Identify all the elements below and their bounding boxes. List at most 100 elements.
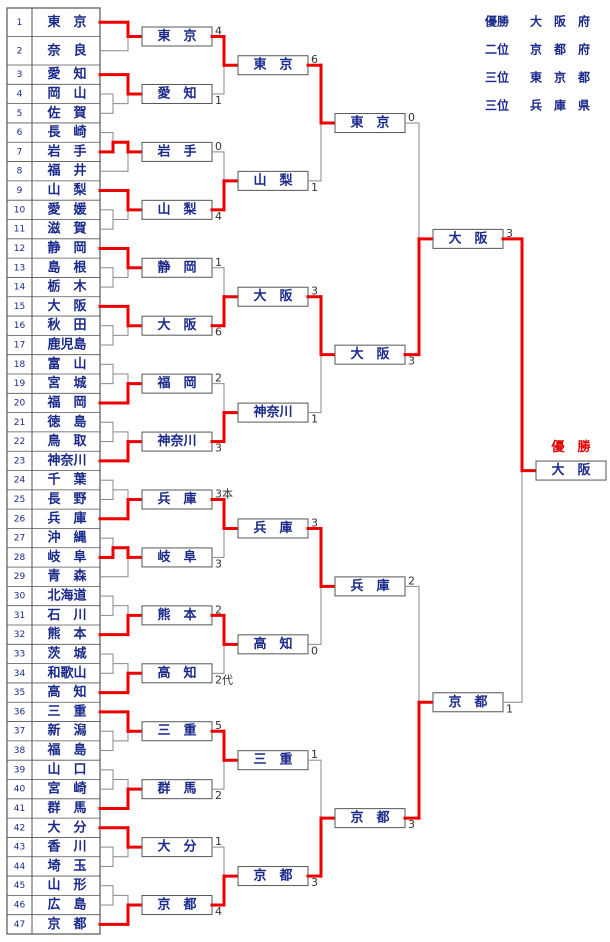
- team-name: 埼 玉: [47, 858, 86, 874]
- team-number: 14: [14, 283, 26, 293]
- round1-box-label: 兵 庫: [157, 491, 196, 507]
- team-name: 愛 知: [47, 66, 86, 82]
- team-name: 青 森: [47, 568, 87, 584]
- team-number: 32: [14, 630, 25, 640]
- team-name: 福 岡: [46, 394, 86, 410]
- team-number: 38: [14, 746, 26, 756]
- score: 1: [311, 748, 318, 761]
- team-name: 宮 崎: [47, 781, 86, 797]
- score: 1: [311, 413, 318, 426]
- team-number: 41: [14, 804, 25, 814]
- team-number: 11: [14, 225, 25, 235]
- score: 5: [215, 719, 222, 732]
- champion-label: 優 勝: [550, 439, 591, 455]
- round1-box-label: 群 馬: [157, 781, 196, 797]
- result-rank: 二位: [485, 42, 509, 57]
- team-number: 26: [14, 514, 26, 524]
- team-name: 香 川: [46, 839, 86, 855]
- team-number: 29: [14, 572, 26, 582]
- score: 4: [215, 905, 222, 918]
- team-number: 46: [14, 901, 26, 911]
- round1-box-label: 大 分: [157, 839, 196, 855]
- team-name: 三 重: [47, 703, 86, 719]
- team-name: 宮 城: [47, 375, 86, 391]
- result-name: 大 阪 府: [530, 14, 590, 29]
- team-number: 23: [14, 456, 25, 466]
- team-number: 18: [14, 360, 26, 370]
- score: 3: [408, 355, 415, 368]
- round1-box-label: 岩 手: [156, 143, 196, 159]
- result-rank: 三位: [485, 70, 509, 85]
- team-name: 山 梨: [47, 182, 87, 198]
- score: 2: [408, 574, 415, 587]
- team-number: 35: [14, 688, 25, 698]
- team-name: 新 潟: [47, 723, 86, 739]
- team-table: [6, 7, 101, 935]
- team-number: 1: [17, 18, 23, 28]
- team-name: 長 崎: [47, 124, 86, 140]
- team-name: 大 阪: [47, 298, 87, 314]
- round1-box-label: 岐 阜: [157, 549, 196, 565]
- round1-box-label: 愛 知: [157, 85, 196, 101]
- round1-box-label: 京 都: [157, 897, 196, 913]
- team-number: 33: [14, 649, 25, 659]
- team-number: 5: [17, 109, 23, 119]
- score: 1: [506, 702, 513, 715]
- team-number: 31: [14, 611, 25, 621]
- team-number: 7: [17, 147, 23, 157]
- team-number: 21: [14, 418, 25, 428]
- team-name: 福 島: [46, 742, 86, 758]
- team-number: 8: [17, 167, 23, 177]
- team-name: 東 京: [47, 14, 86, 30]
- team-number: 47: [14, 920, 25, 930]
- team-number: 27: [14, 534, 25, 544]
- round2-box-label: 東 京: [253, 57, 292, 73]
- score: 2代: [215, 673, 233, 686]
- team-number: 25: [14, 495, 25, 505]
- team-name: 茨 城: [47, 645, 86, 661]
- team-number: 12: [14, 244, 25, 254]
- round3-box-label: 兵 庫: [350, 578, 389, 594]
- score: 0: [215, 140, 222, 153]
- team-name: 鹿児島: [47, 337, 86, 353]
- round4-box-label: 大 阪: [448, 230, 488, 246]
- round2-box-label: 兵 庫: [253, 520, 292, 536]
- result-rank: 三位: [485, 98, 509, 113]
- team-name: 栃 木: [47, 279, 87, 295]
- team-name: 鳥 取: [47, 433, 87, 449]
- round2-box-label: 大 阪: [253, 288, 293, 304]
- result-rank: 優勝: [484, 14, 510, 29]
- team-name: 石 川: [46, 608, 86, 623]
- score: 3: [215, 442, 222, 455]
- team-number: 45: [14, 881, 25, 891]
- team-name: 福 井: [46, 163, 86, 179]
- score: 3: [311, 516, 318, 529]
- team-name: 群 馬: [47, 800, 86, 816]
- score: 2: [215, 789, 222, 802]
- score: 6: [311, 53, 318, 66]
- team-number: 15: [14, 302, 25, 312]
- round4-box-label: 京 都: [448, 694, 487, 710]
- team-name: 山 口: [47, 761, 86, 777]
- team-number: 43: [14, 843, 25, 853]
- team-number: 24: [14, 476, 26, 486]
- team-name: 京 都: [47, 916, 86, 932]
- round2-box-label: 京 都: [253, 868, 292, 884]
- round1-box-label: 三 重: [157, 723, 196, 739]
- team-number: 19: [14, 379, 26, 389]
- score: 3本: [215, 487, 233, 501]
- score: 3: [311, 876, 318, 889]
- score: 3: [506, 227, 513, 240]
- score: 0: [311, 644, 318, 657]
- score: 1: [311, 181, 318, 194]
- team-number: 2: [17, 46, 23, 56]
- team-name: 岐 阜: [47, 549, 86, 565]
- team-number: 28: [14, 553, 26, 563]
- round3-box-label: 大 阪: [350, 346, 390, 362]
- score: 1: [215, 835, 222, 848]
- team-number: 3: [17, 70, 23, 80]
- team-number: 34: [14, 669, 26, 679]
- round1-box-label: 東 京: [157, 28, 196, 44]
- team-number: 44: [14, 862, 26, 872]
